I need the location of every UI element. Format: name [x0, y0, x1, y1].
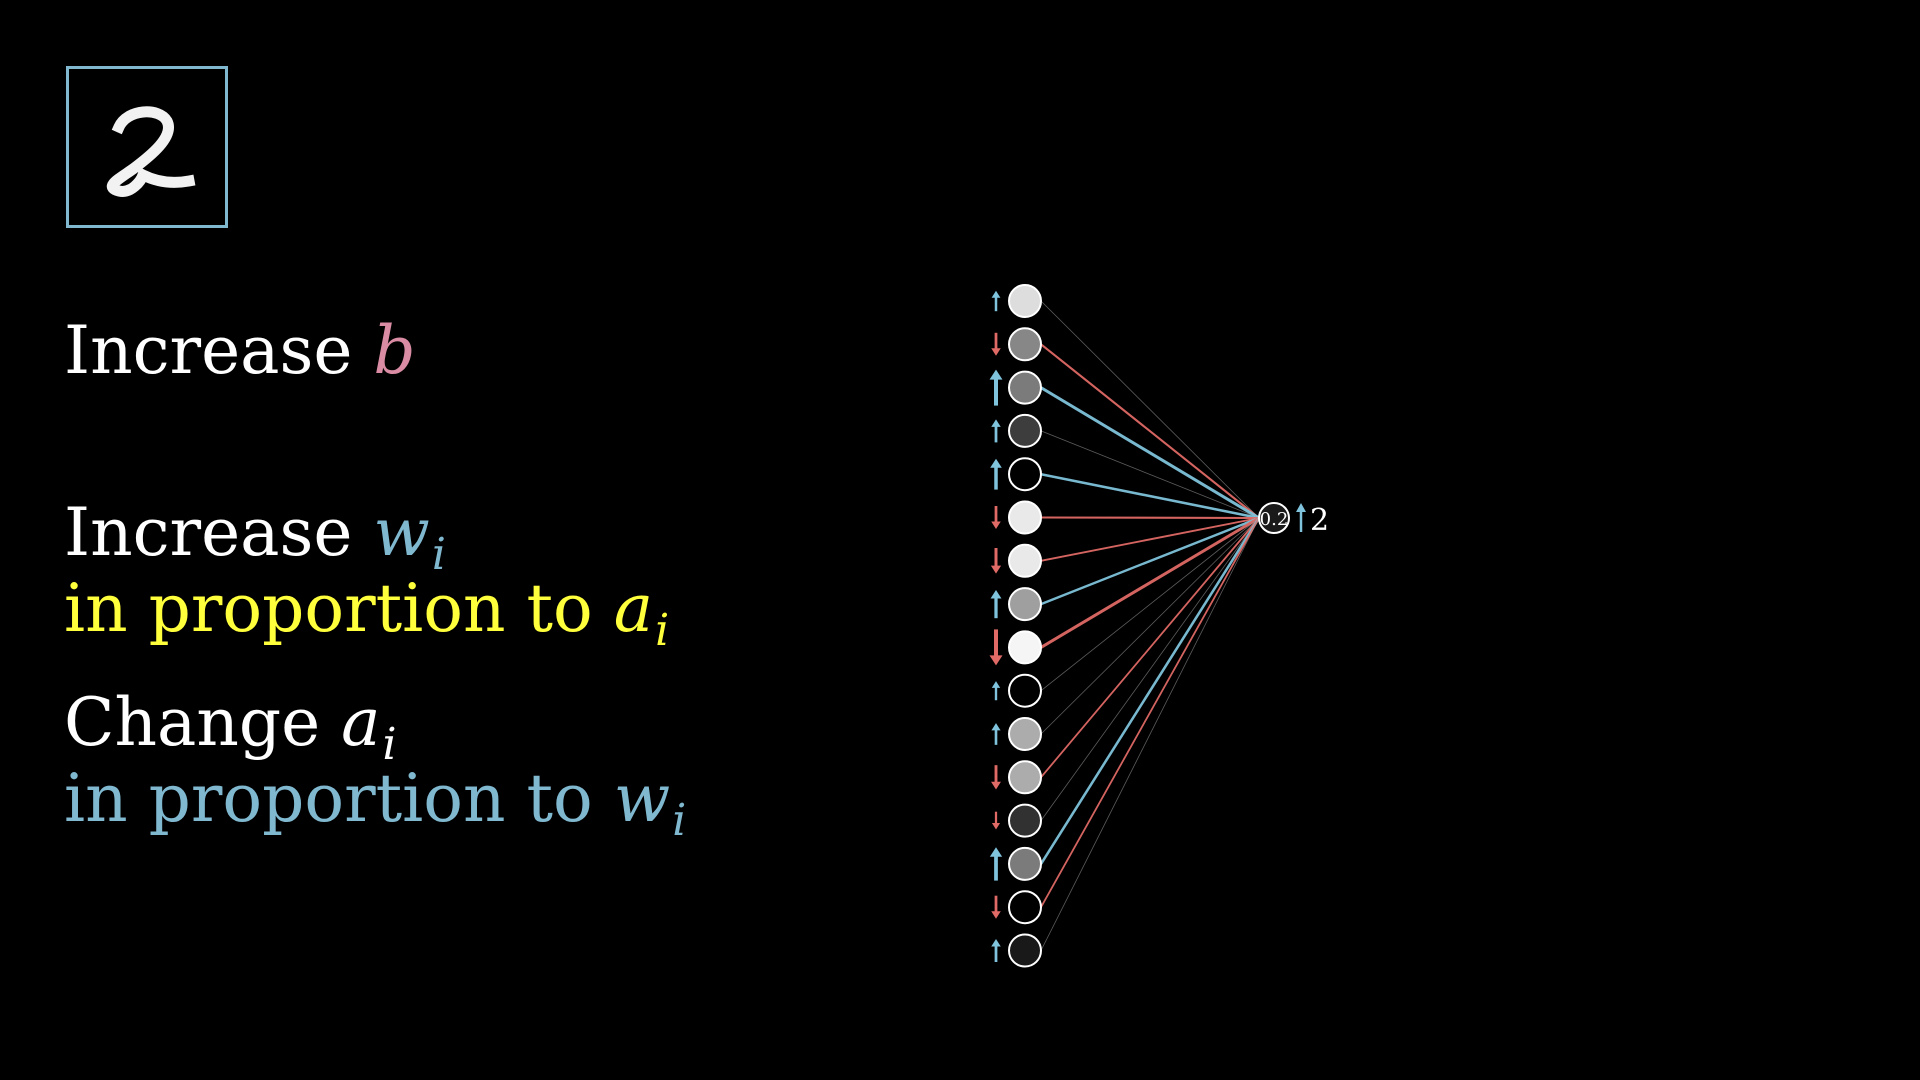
up-arrow-icon-8 — [990, 590, 1002, 619]
input-neuron-9 — [1008, 630, 1042, 665]
weight-edge-1 — [1040, 300, 1260, 519]
weight-edge-14 — [1039, 517, 1261, 865]
down-arrow-icon-7 — [990, 548, 1002, 574]
input-layer — [989, 284, 1042, 968]
input-neuron-3 — [1008, 370, 1042, 405]
proportion-text-1: in proportion to — [64, 570, 593, 647]
increase-bias-line: Increase b — [64, 318, 416, 384]
down-arrow-icon-15 — [991, 895, 1001, 919]
increase-bias-word: Increase — [64, 312, 353, 389]
input-neuron-10 — [1008, 673, 1042, 708]
weight-edge-15 — [1040, 517, 1260, 908]
input-neuron-2 — [1008, 327, 1042, 362]
input-neuron-11 — [1008, 717, 1042, 751]
input-neuron-13 — [1008, 803, 1042, 838]
up-arrow-icon-5 — [990, 458, 1002, 490]
down-arrow-icon-9 — [989, 629, 1003, 666]
proportion-text-2: in proportion to — [64, 760, 593, 837]
input-neuron-8 — [1008, 587, 1042, 622]
change-activation-line: Change ai — [64, 690, 397, 771]
up-arrow-icon-16 — [991, 939, 1001, 962]
input-neuron-15 — [1008, 890, 1042, 925]
weight-edge-9 — [1040, 516, 1260, 649]
weight-edge-13 — [1040, 517, 1260, 821]
input-neuron-7 — [1008, 543, 1042, 578]
increase-weights-line: Increase wi — [64, 500, 446, 581]
weight-connections — [1039, 300, 1261, 951]
bias-symbol: b — [373, 312, 416, 389]
proportion-to-activation-line: in proportion to ai — [64, 576, 669, 657]
up-arrow-icon-3 — [989, 369, 1003, 406]
weight-subscript: i — [431, 529, 446, 580]
input-neuron-14 — [1008, 846, 1042, 881]
weight-edge-10 — [1040, 517, 1260, 692]
weight-edge-11 — [1040, 517, 1260, 735]
weight-edge-6 — [1040, 516, 1260, 520]
up-arrow-icon — [1296, 503, 1306, 532]
activation-symbol-2: ai — [341, 684, 397, 771]
weight-subscript-2: i — [672, 795, 687, 846]
input-neuron-12 — [1008, 760, 1042, 795]
input-neuron-16 — [1008, 933, 1042, 968]
output-neuron-value: 0.2 — [1260, 509, 1289, 530]
output-layer: 0.2 2 — [1258, 502, 1329, 538]
handwritten-digit-two — [106, 106, 196, 197]
down-arrow-icon-13 — [991, 811, 1001, 830]
increase-weights-word: Increase — [64, 494, 353, 571]
weight-edge-12 — [1040, 517, 1260, 778]
proportion-to-weight-line: in proportion to wi — [64, 766, 686, 847]
input-neuron-6 — [1008, 500, 1042, 535]
activation-subscript-2: i — [382, 719, 397, 770]
up-arrow-icon-4 — [991, 419, 1001, 443]
input-neuron-5 — [1008, 457, 1042, 492]
weight-edge-8 — [1040, 516, 1260, 606]
change-word: Change — [64, 684, 321, 761]
up-arrow-icon-10 — [991, 681, 1001, 701]
weight-edge-5 — [1040, 472, 1260, 520]
output-desired-change: 2 — [1310, 503, 1329, 538]
input-digit-image — [66, 66, 228, 228]
weight-edge-2 — [1040, 343, 1260, 519]
weight-symbol-2: wi — [613, 760, 687, 847]
weight-edge-4 — [1040, 430, 1260, 519]
input-neuron-1 — [1008, 284, 1042, 318]
down-arrow-icon-12 — [991, 765, 1001, 790]
weight-edge-3 — [1040, 386, 1260, 520]
activation-symbol: ai — [613, 570, 670, 657]
down-arrow-icon-2 — [991, 332, 1001, 356]
activation-subscript: i — [655, 605, 670, 656]
weight-symbol: wi — [373, 494, 446, 581]
weight-edge-16 — [1040, 517, 1260, 951]
down-arrow-icon-6 — [991, 506, 1001, 529]
output-neuron — [1258, 502, 1290, 534]
up-arrow-icon-14 — [989, 847, 1003, 881]
up-arrow-icon-11 — [991, 723, 1001, 745]
input-neuron-4 — [1008, 413, 1042, 448]
weight-edge-7 — [1040, 517, 1260, 562]
up-arrow-icon-1 — [991, 290, 1001, 312]
